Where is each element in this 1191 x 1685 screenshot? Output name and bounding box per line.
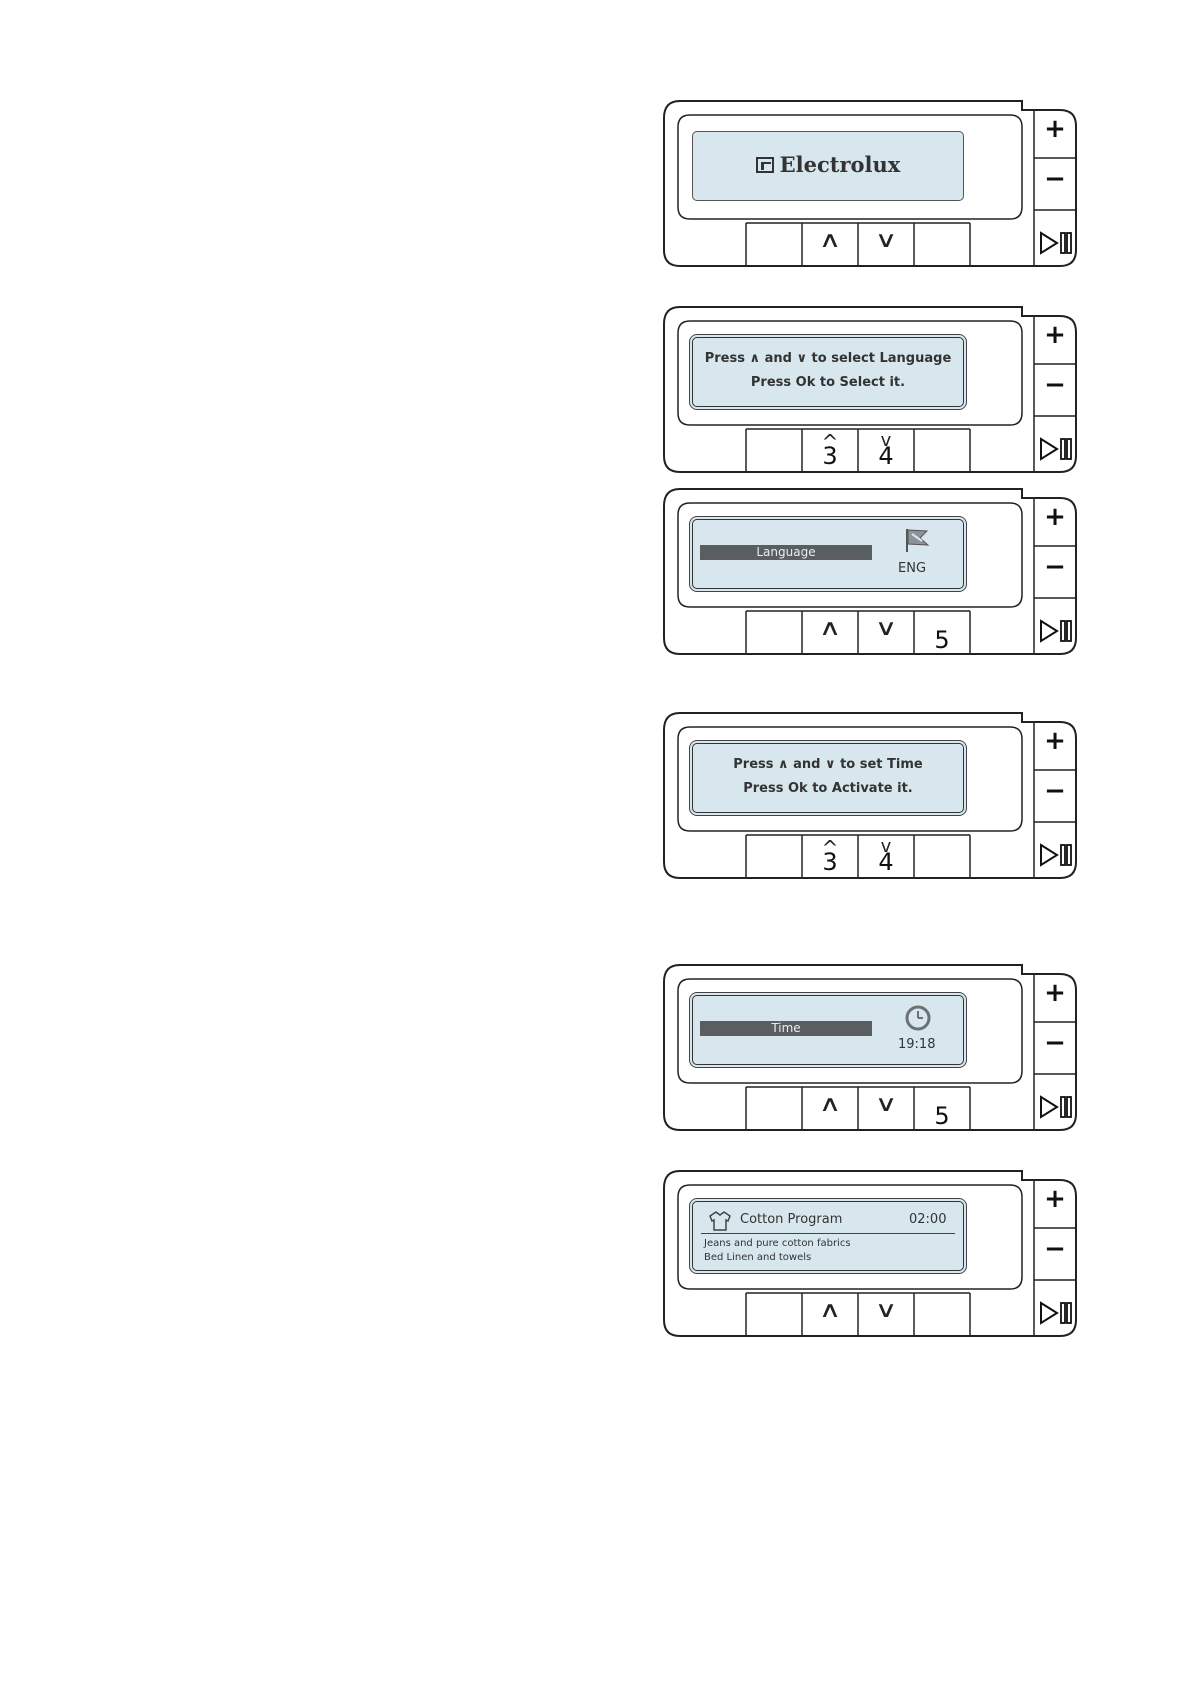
panel-language-prompt: Press ∧ and ∨ to select Language Press O… (662, 306, 1078, 474)
down-key-number: 4 (866, 848, 906, 876)
instruction-line-1: Press ∧ and ∨ to select Language (693, 351, 963, 366)
minus-button[interactable]: − (1035, 776, 1075, 806)
play-pause-icon[interactable] (1032, 228, 1078, 258)
up-key-number: 3 (810, 848, 850, 876)
text: Press (733, 757, 773, 772)
display-screen: Cotton Program 02:00 Jeans and pure cott… (692, 1201, 964, 1271)
play-pause-icon[interactable] (1032, 1092, 1078, 1122)
minus-button[interactable]: − (1035, 164, 1075, 194)
instruction-line-2: Press Ok to Select it. (693, 375, 963, 390)
text: and (793, 757, 820, 772)
blank-key-1[interactable] (748, 837, 800, 877)
panel-language-select: Language ENG +−∧∨5 (662, 488, 1078, 656)
instruction-line-2: Press Ok to Activate it. (693, 781, 963, 796)
text: to set Time (840, 757, 923, 772)
program-name: Cotton Program (740, 1212, 842, 1227)
program-duration: 02:00 (909, 1212, 946, 1227)
ok-key[interactable] (916, 613, 968, 653)
ok-key[interactable] (916, 431, 968, 471)
plus-button[interactable]: + (1035, 726, 1075, 756)
instruction-line-1: Press ∧ and ∨ to set Time (693, 757, 963, 772)
play-pause-icon[interactable] (1032, 616, 1078, 646)
divider (701, 1233, 955, 1234)
program-description-1: Jeans and pure cotton fabrics (704, 1238, 851, 1249)
program-description-2: Bed Linen and towels (704, 1252, 811, 1263)
display-screen: Press ∧ and ∨ to set Time Press Ok to Ac… (692, 743, 964, 813)
chevron-down-icon[interactable]: ∨ (847, 616, 925, 641)
panel-time-prompt: Press ∧ and ∨ to set Time Press Ok to Ac… (662, 712, 1078, 880)
plus-button[interactable]: + (1035, 502, 1075, 532)
language-value: ENG (898, 561, 926, 576)
electrolux-logo: Electrolux (693, 152, 963, 177)
chevron-down-icon[interactable]: ∨ (847, 1298, 925, 1323)
ok-key[interactable] (916, 1295, 968, 1335)
minus-button[interactable]: − (1035, 1028, 1075, 1058)
plus-button[interactable]: + (1035, 114, 1075, 144)
brand-text: Electrolux (780, 152, 901, 177)
ok-key[interactable] (916, 225, 968, 265)
clock-icon (904, 1004, 932, 1032)
panel-startup: Electrolux +−∧∨ (662, 100, 1078, 268)
shirt-icon (708, 1210, 732, 1232)
plus-button[interactable]: + (1035, 978, 1075, 1008)
up-key-number: 3 (810, 442, 850, 470)
display-screen: Electrolux (692, 131, 964, 201)
chevron-down-icon[interactable]: ∨ (847, 228, 925, 253)
panel-program: Cotton Program 02:00 Jeans and pure cott… (662, 1170, 1078, 1338)
time-value: 19:18 (898, 1037, 935, 1052)
flag-icon (903, 527, 933, 553)
down-key-number: 4 (866, 442, 906, 470)
display-screen: Time 19:18 (692, 995, 964, 1065)
menu-selection-bar: Language (700, 545, 872, 560)
chevron-down-icon: ∨ (796, 351, 807, 366)
minus-button[interactable]: − (1035, 370, 1075, 400)
display-screen: Language ENG (692, 519, 964, 589)
text: to select Language (812, 351, 952, 366)
chevron-down-icon[interactable]: ∨ (847, 1092, 925, 1117)
chevron-up-icon: ∧ (749, 351, 760, 366)
chevron-up-icon: ∧ (778, 757, 789, 772)
ok-key[interactable] (916, 837, 968, 877)
play-pause-icon[interactable] (1032, 1298, 1078, 1328)
text: and (765, 351, 792, 366)
minus-button[interactable]: − (1035, 552, 1075, 582)
minus-button[interactable]: − (1035, 1234, 1075, 1264)
menu-selection-bar: Time (700, 1021, 872, 1036)
ok-key[interactable] (916, 1089, 968, 1129)
play-pause-icon[interactable] (1032, 434, 1078, 464)
panel-time-set: Time 19:18 +−∧∨5 (662, 964, 1078, 1132)
display-screen: Press ∧ and ∨ to select Language Press O… (692, 337, 964, 407)
text: Press (705, 351, 745, 366)
chevron-down-icon: ∨ (825, 757, 836, 772)
blank-key-1[interactable] (748, 431, 800, 471)
electrolux-logo-icon (756, 157, 774, 173)
plus-button[interactable]: + (1035, 320, 1075, 350)
plus-button[interactable]: + (1035, 1184, 1075, 1214)
play-pause-icon[interactable] (1032, 840, 1078, 870)
